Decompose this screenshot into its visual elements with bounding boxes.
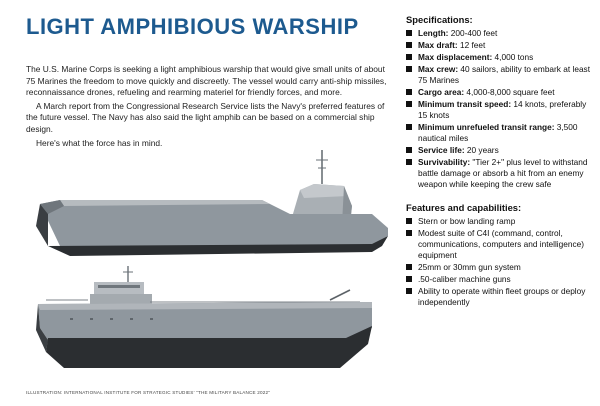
spec-cargo-area: Cargo area: 4,000-8,000 square feet: [406, 87, 592, 98]
square-bullet-icon: [406, 30, 412, 36]
square-bullet-icon: [406, 124, 412, 130]
feature-item: .50-caliber machine guns: [406, 274, 592, 285]
square-bullet-icon: [406, 66, 412, 72]
specifications-heading: Specifications:: [406, 14, 473, 25]
square-bullet-icon: [406, 218, 412, 224]
square-bullet-icon: [406, 54, 412, 60]
features-list: Stern or bow landing ramp Modest suite o…: [406, 216, 592, 308]
square-bullet-icon: [406, 230, 412, 236]
illustration-credit: ILLUSTRATION: INTERNATIONAL INSTITUTE FO…: [26, 390, 271, 395]
square-bullet-icon: [406, 159, 412, 165]
square-bullet-icon: [406, 264, 412, 270]
square-bullet-icon: [406, 89, 412, 95]
spec-service-life: Service life: 20 years: [406, 145, 592, 156]
intro-paragraph-3: Here's what the force has in mind.: [36, 137, 163, 148]
square-bullet-icon: [406, 101, 412, 107]
specs-panel: Specifications: Length: 200-400 feet Max…: [406, 14, 592, 309]
square-bullet-icon: [406, 276, 412, 282]
square-bullet-icon: [406, 288, 412, 294]
spec-max-displacement: Max displacement: 4,000 tons: [406, 52, 592, 63]
specifications-list: Length: 200-400 feet Max draft: 12 feet …: [406, 28, 592, 190]
spec-minimum-transit-speed: Minimum transit speed: 14 knots, prefera…: [406, 99, 592, 121]
square-bullet-icon: [406, 147, 412, 153]
feature-item: Ability to operate within fleet groups o…: [406, 286, 592, 308]
ship-concept-commercial-illustration: [36, 266, 372, 368]
feature-item: 25mm or 30mm gun system: [406, 262, 592, 273]
intro-text: The U.S. Marine Corps is seeking a light…: [26, 64, 392, 151]
feature-item: Stern or bow landing ramp: [406, 216, 592, 227]
square-bullet-icon: [406, 42, 412, 48]
spec-max-draft: Max draft: 12 feet: [406, 40, 592, 51]
ship-concept-stealth-illustration: [36, 150, 388, 256]
page-title: LIGHT AMPHIBIOUS WARSHIP: [26, 14, 359, 39]
spec-survivability: Survivability: "Tier 2+" plus level to w…: [406, 157, 592, 190]
intro-paragraph-1: The U.S. Marine Corps is seeking a light…: [26, 64, 387, 98]
spec-minimum-unrefueled-range: Minimum unrefueled transit range: 3,500 …: [406, 122, 592, 144]
features-heading: Features and capabilities:: [406, 202, 522, 213]
feature-item: Modest suite of C4I (command, control, c…: [406, 228, 592, 261]
spec-max-crew: Max crew: 40 sailors, ability to embark …: [406, 64, 592, 86]
spec-length: Length: 200-400 feet: [406, 28, 592, 39]
intro-paragraph-2: A March report from the Congressional Re…: [26, 100, 385, 134]
